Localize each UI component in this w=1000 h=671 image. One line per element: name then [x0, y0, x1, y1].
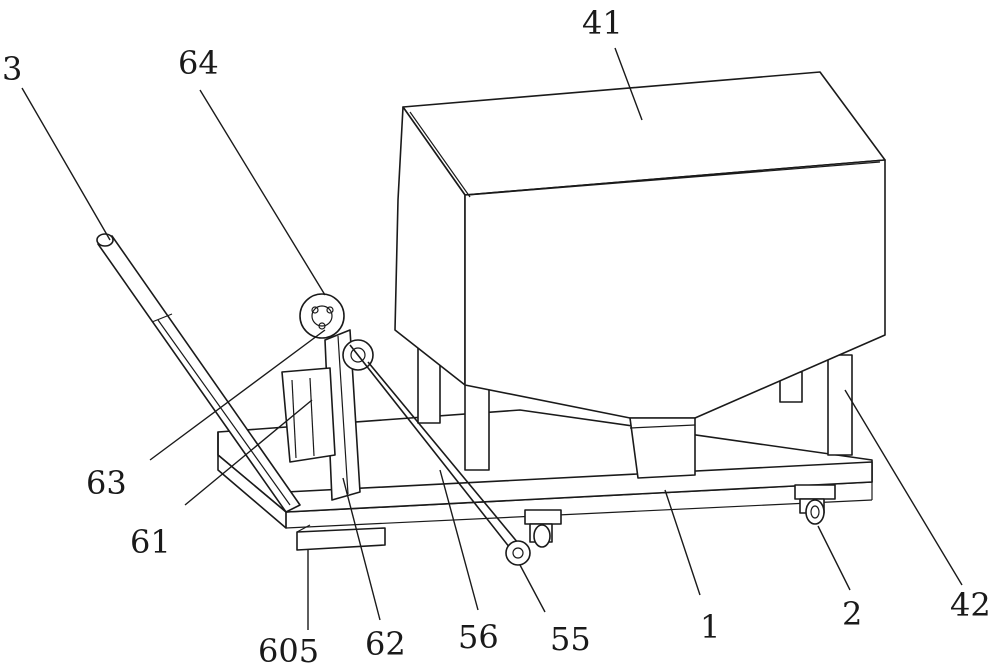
label-42: 42: [950, 586, 991, 624]
hopper-box: [394, 71, 886, 479]
belt-drive: [349, 344, 531, 566]
label-55: 55: [550, 620, 591, 658]
label-1: 1: [700, 608, 720, 646]
label-64: 64: [178, 44, 219, 82]
label-63: 63: [86, 464, 127, 502]
foot-block: [296, 524, 386, 551]
label-2: 2: [842, 595, 862, 633]
leader-lines: [21, 47, 963, 630]
label-62: 62: [365, 625, 406, 663]
label-41: 41: [582, 4, 623, 42]
caster-wheels: [524, 484, 836, 548]
push-handle: [96, 233, 301, 513]
drive-frame: [281, 329, 361, 501]
label-56: 56: [458, 618, 499, 656]
label-605: 605: [258, 632, 319, 670]
label-61: 61: [130, 523, 171, 561]
label-3: 3: [2, 50, 22, 88]
reference-numerals: 3 64 41 63 61 605 62 56 55 1 2 42: [2, 4, 991, 670]
